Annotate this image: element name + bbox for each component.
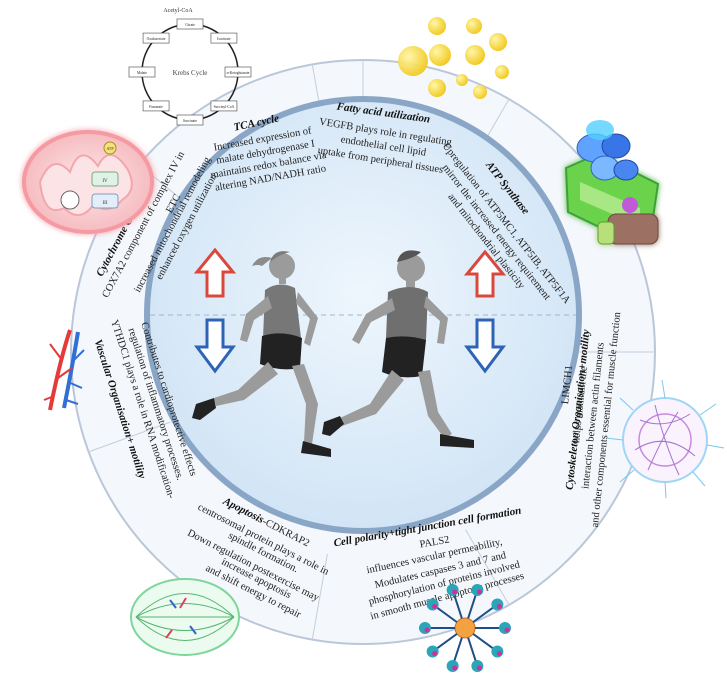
krebs-node-label: Fumarate (149, 105, 163, 109)
krebs-node-box (142, 32, 170, 44)
tight-junction-icon (419, 583, 511, 673)
krebs-top-label: Acetyl-CoA (163, 8, 193, 14)
arrow-down-icon (194, 318, 236, 374)
segment-line: LIMCH1 (560, 365, 575, 405)
junction-dot (476, 665, 482, 671)
mitotic-spindle-icon (130, 578, 240, 656)
junction-dot (496, 603, 502, 609)
krebs-node-box (176, 18, 204, 30)
krebs-node-box (128, 66, 156, 78)
mitochondrion-icon: ATP IV III (22, 130, 154, 234)
mito-label: ATP (106, 146, 114, 151)
junction-head (471, 583, 484, 596)
junction-dot (496, 651, 502, 657)
krebs-node-label: Malate (137, 71, 147, 75)
junction-head (419, 622, 431, 634)
junction-head (491, 645, 504, 658)
male-runner-icon (322, 250, 474, 448)
junction-head (499, 622, 511, 634)
junction-dot (424, 627, 430, 633)
krebs-node-box (176, 114, 204, 126)
segment-divider (465, 529, 510, 606)
inner-circle (144, 96, 582, 534)
cytoskeleton-icon (605, 379, 725, 499)
junction-dot (432, 603, 438, 609)
arrow-up-icon (463, 249, 507, 298)
mito-label: IV (102, 179, 108, 184)
junction-dot (452, 665, 458, 671)
segment-tca-cycle: TCA cycle Increased expression of malate… (210, 112, 328, 193)
krebs-node-label: α-Ketoglutarate (227, 71, 250, 75)
junction-head (446, 660, 459, 673)
junction-dot (452, 589, 458, 595)
krebs-node-label: Isocitrate (217, 37, 231, 41)
krebs-cycle-diagram: Acetyl-CoA Krebs Cycle CitrateIsocitrate… (128, 8, 252, 126)
krebs-node-box (210, 32, 238, 44)
junction-dot (504, 627, 510, 633)
krebs-node-label: Succinyl-CoA (214, 105, 235, 109)
junction-head (471, 660, 484, 673)
krebs-node-box (224, 66, 252, 78)
junction-dot (432, 651, 438, 657)
krebs-node-label: Oxaloacetate (147, 37, 166, 41)
male-arrows (463, 249, 507, 374)
atp-synthase-icon (564, 120, 660, 245)
krebs-node-label: Citrate (185, 23, 195, 27)
krebs-node-box (210, 100, 238, 112)
krebs-center-label: Krebs Cycle (173, 69, 208, 77)
arrow-up-icon (193, 247, 237, 298)
segment-divider (88, 421, 171, 453)
female-arrows (193, 247, 237, 374)
junction-head (426, 598, 439, 611)
junction-head (491, 598, 504, 611)
arrow-down-icon (464, 318, 506, 374)
segment-divider (311, 553, 328, 640)
mito-label: III (103, 201, 108, 206)
krebs-node-box (142, 100, 170, 112)
female-runner-icon (192, 251, 331, 457)
junction-head (446, 583, 459, 596)
segment-line: PALS2 (419, 535, 450, 551)
blood-vessels-icon (43, 329, 85, 411)
junction-head (426, 645, 439, 658)
junction-dot (476, 589, 482, 595)
krebs-node-label: Succinate (183, 119, 197, 123)
lipid-droplets-icon (398, 17, 509, 99)
